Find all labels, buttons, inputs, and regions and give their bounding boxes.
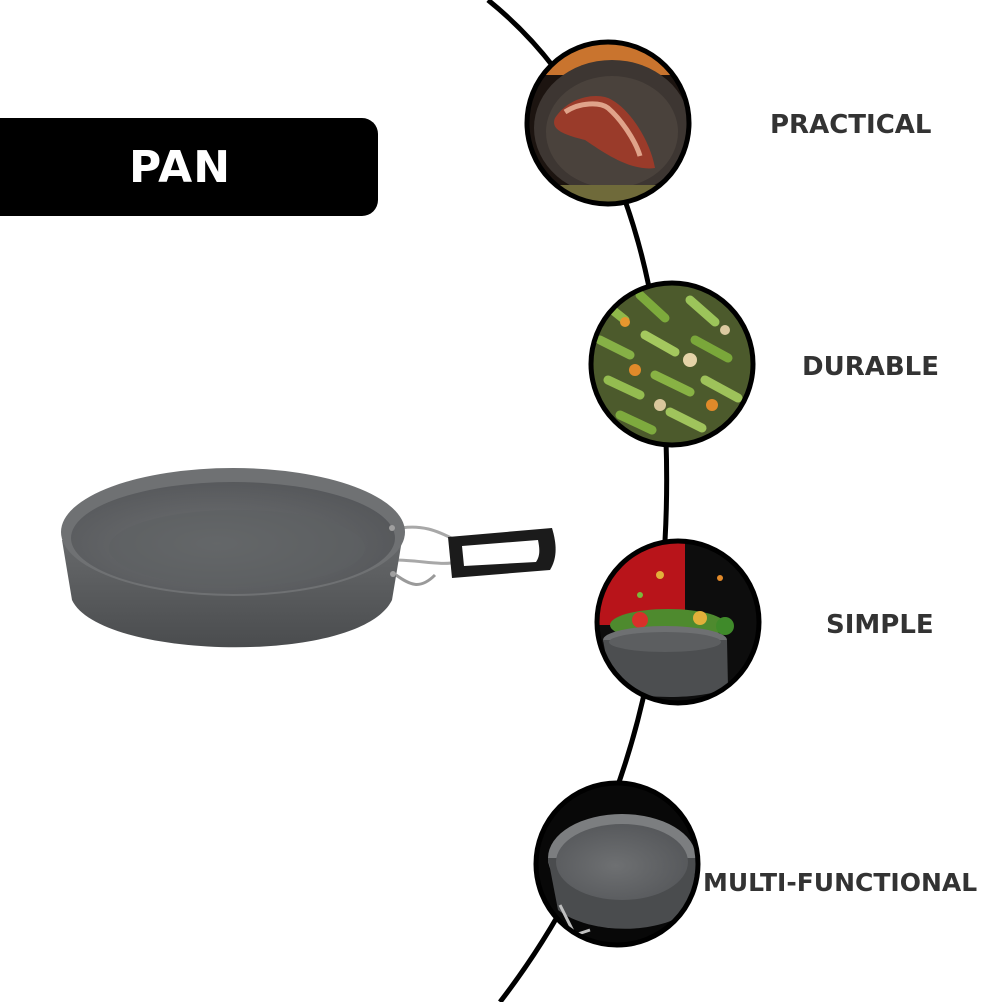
vegetables-closeup-photo <box>591 283 753 445</box>
pan-closeup-photo <box>536 783 698 945</box>
title-banner: PAN <box>0 118 378 216</box>
feature-label-simple: SIMPLE <box>826 610 934 640</box>
feature-label-practical: PRACTICAL <box>770 110 932 140</box>
feature-label-multi-functional: MULTI-FUNCTIONAL <box>703 868 978 897</box>
frying-pan-image <box>61 468 556 648</box>
pan-with-vegetables-photo <box>597 541 759 703</box>
feature-label-durable: DURABLE <box>802 352 939 382</box>
page-title: PAN <box>128 141 232 193</box>
